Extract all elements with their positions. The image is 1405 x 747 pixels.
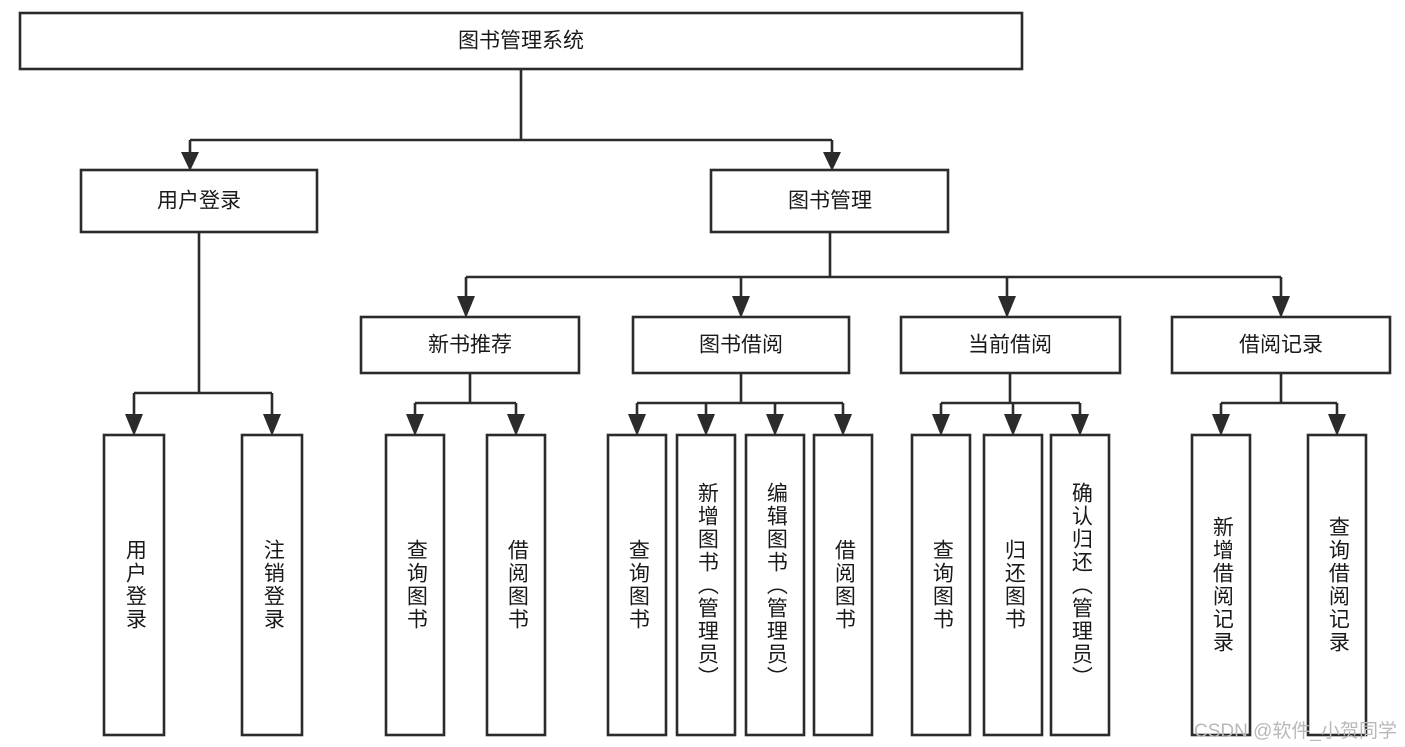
node-current-borrow[interactable]: 当前借阅 (899, 315, 1122, 375)
node-user-login[interactable]: 用户登录 (79, 168, 319, 234)
node-leaf-confirm-return[interactable]: 确认归还（管理员） (1049, 433, 1111, 737)
node-new-book-rec-label: 新书推荐 (428, 334, 512, 357)
arrow-head-icon (697, 414, 715, 436)
leaf-label: 查询图书 (404, 539, 428, 631)
connector-bookborrow-to-leaves (628, 373, 852, 436)
leaf-label: 用户登录 (123, 539, 147, 631)
node-borrow-record-label: 借阅记录 (1239, 334, 1323, 357)
leaf-label: 借阅图书 (832, 539, 856, 631)
node-book-manage-label: 图书管理 (788, 190, 872, 213)
arrow-head-icon (1272, 296, 1290, 318)
arrow-head-icon (998, 296, 1016, 318)
node-book-manage[interactable]: 图书管理 (709, 168, 950, 234)
node-leaf-add-record[interactable]: 新增借阅记录 (1190, 433, 1252, 737)
arrow-head-icon (457, 296, 475, 318)
leaf-label: 归还图书 (1002, 539, 1026, 631)
arrow-head-icon (125, 414, 143, 436)
arrow-head-icon (834, 414, 852, 436)
connector-bookmanage-to-level3 (457, 232, 1290, 318)
connector-borrowrecord-to-leaves (1212, 373, 1346, 436)
connector-currentborrow-to-leaves (932, 373, 1089, 436)
leaf-label: 注销登录 (261, 539, 285, 631)
node-book-borrow-label: 图书借阅 (699, 334, 783, 357)
node-leaf-borrow-book-2[interactable]: 借阅图书 (812, 433, 874, 737)
arrow-head-icon (732, 296, 750, 318)
node-leaf-user-logout[interactable]: 注销登录 (240, 433, 304, 737)
arrow-head-icon (932, 414, 950, 436)
node-leaf-borrow-book-1[interactable]: 借阅图书 (485, 433, 547, 737)
arrow-head-icon (823, 152, 841, 171)
node-leaf-return-book[interactable]: 归还图书 (982, 433, 1044, 737)
node-leaf-query-book-1[interactable]: 查询图书 (384, 433, 446, 737)
node-leaf-edit-book[interactable]: 编辑图书（管理员） (744, 433, 806, 737)
connector-userlogin-to-leaves (125, 232, 281, 436)
arrow-head-icon (766, 414, 784, 436)
node-leaf-query-book-3[interactable]: 查询图书 (910, 433, 972, 737)
node-user-login-label: 用户登录 (157, 190, 241, 213)
leaf-label: 新增图书（管理员） (695, 481, 719, 689)
arrow-head-icon (1071, 414, 1089, 436)
node-root-label: 图书管理系统 (458, 30, 584, 53)
node-leaf-add-book[interactable]: 新增图书（管理员） (675, 433, 737, 737)
node-root[interactable]: 图书管理系统 (18, 11, 1024, 71)
arrow-head-icon (181, 152, 199, 171)
arrow-head-icon (507, 414, 525, 436)
leaf-label: 新增借阅记录 (1210, 516, 1234, 654)
leaf-label: 借阅图书 (505, 539, 529, 631)
connector-newbook-to-leaves (406, 373, 525, 436)
arrow-head-icon (1212, 414, 1230, 436)
node-leaf-query-record[interactable]: 查询借阅记录 (1306, 433, 1368, 737)
node-leaf-user-login[interactable]: 用户登录 (102, 433, 166, 737)
arrow-head-icon (1004, 414, 1022, 436)
arrow-head-icon (628, 414, 646, 436)
csdn-watermark: CSDN @软件_小贺同学 (1194, 721, 1397, 742)
leaf-label: 查询图书 (626, 539, 650, 631)
arrow-head-icon (406, 414, 424, 436)
leaf-label: 查询借阅记录 (1326, 516, 1350, 654)
leaf-label: 查询图书 (930, 539, 954, 631)
arrow-head-icon (263, 414, 281, 436)
node-borrow-record[interactable]: 借阅记录 (1170, 315, 1392, 375)
arrow-head-icon (1328, 414, 1346, 436)
node-current-borrow-label: 当前借阅 (968, 334, 1052, 357)
node-leaf-query-book-2[interactable]: 查询图书 (606, 433, 668, 737)
connector-root-to-level2 (181, 69, 841, 171)
leaf-label: 确认归还（管理员） (1069, 481, 1093, 689)
node-book-borrow[interactable]: 图书借阅 (631, 315, 851, 375)
leaf-label: 编辑图书（管理员） (764, 481, 788, 689)
node-new-book-rec[interactable]: 新书推荐 (359, 315, 581, 375)
